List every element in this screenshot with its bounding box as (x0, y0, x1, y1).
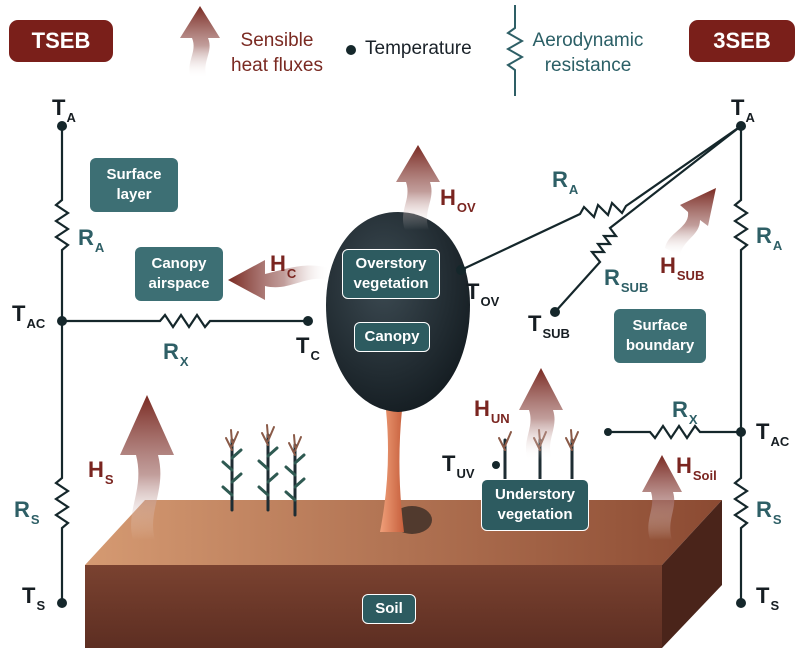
legend-heat-line2: heat fluxes (231, 55, 323, 76)
heat-arrow-hs (120, 395, 174, 540)
canopy-box: Canopy (354, 322, 430, 352)
label-ts-right: TS (756, 583, 780, 614)
label-rx-right: RX (672, 397, 698, 428)
heat-arrow-hsoil (642, 455, 682, 540)
label-hun: HUN (474, 396, 510, 427)
label-ta-right: TA (731, 95, 755, 126)
legend-resistance-text: Aerodynamic resistance (523, 28, 653, 78)
resistance-network (54, 125, 749, 603)
heat-arrow-hun (519, 368, 563, 460)
label-ra-diagonal: RA (552, 167, 579, 198)
label-tuv: TUV (442, 451, 475, 482)
label-hsoil: HSoil (676, 453, 717, 484)
label-tov: TOV (466, 279, 500, 310)
label-ra-left: RA (78, 225, 105, 256)
label-tsub: TSUB (528, 311, 570, 342)
legend-heat-line1: Sensible (240, 30, 314, 51)
legend-resistance-line2: resistance (544, 55, 632, 76)
label-rs-right: RS (756, 497, 782, 528)
tseb-badge: TSEB (9, 20, 113, 62)
heat-arrow-hsub (665, 188, 716, 256)
legend-temperature-dot (346, 45, 356, 55)
legend-heat-text: Sensible heat fluxes (222, 28, 332, 78)
label-tc: TC (296, 333, 320, 364)
label-ta-left: TA (52, 95, 76, 126)
label-rs-left: RS (14, 497, 40, 528)
label-hov: HOV (440, 185, 476, 216)
label-tac-right: TAC (756, 419, 790, 450)
3seb-badge: 3SEB (689, 20, 795, 62)
legend-resistance-line1: Aerodynamic (532, 30, 644, 51)
label-ra-right: RA (756, 223, 783, 254)
heat-arrow-hc (228, 260, 330, 300)
label-hs: HS (88, 457, 114, 488)
heat-arrow-hov (396, 145, 440, 230)
legend-temperature-text: Temperature (365, 38, 472, 59)
label-ts-left: TS (22, 583, 46, 614)
legend-heat-arrow (180, 6, 220, 78)
legend-resistance-icon (505, 5, 525, 96)
label-hc: HC (270, 251, 297, 282)
label-rx-left: RX (163, 339, 189, 370)
label-tac-left: TAC (12, 301, 46, 332)
label-hsub: HSUB (660, 253, 705, 284)
soil-box: Soil (362, 594, 416, 624)
label-rsub: RSUB (604, 265, 649, 296)
temperature-nodes (57, 121, 746, 608)
